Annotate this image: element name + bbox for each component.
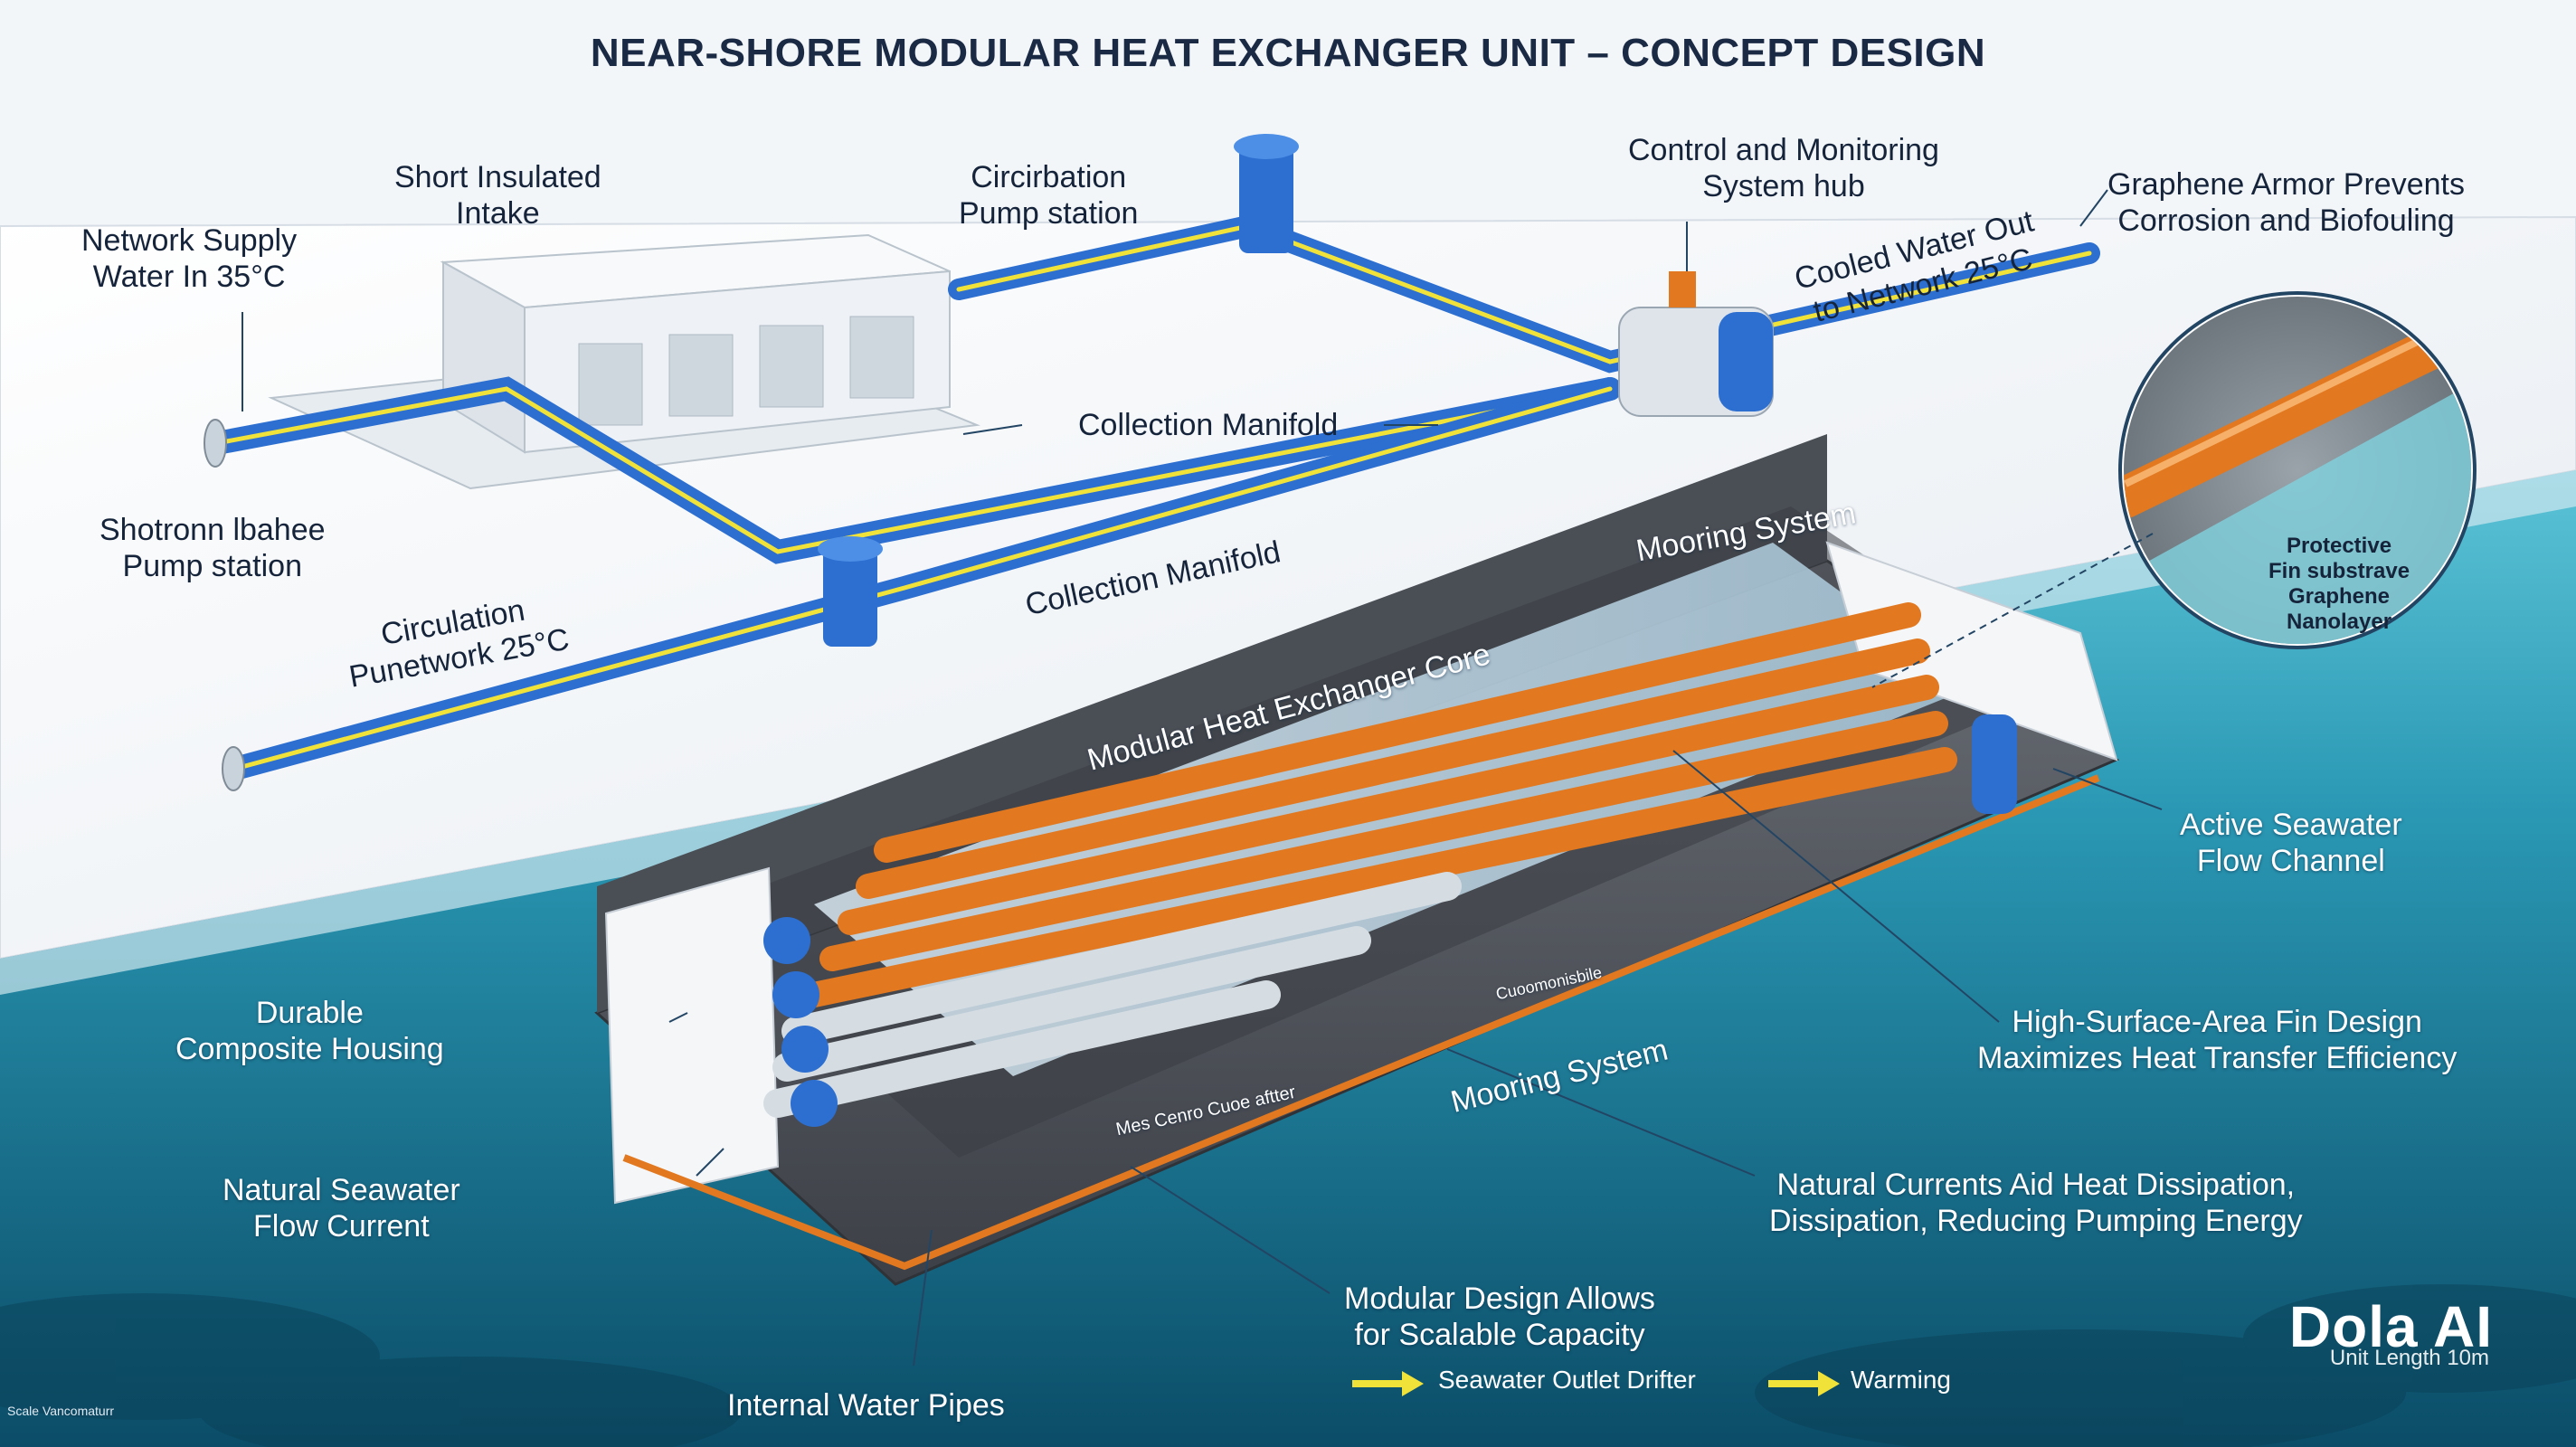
brand-sub: Unit Length 10m: [2329, 1346, 2489, 1370]
shore-pipes: [205, 214, 2100, 780]
legend-label-outlet: Seawater Outlet Drifter: [1438, 1366, 1696, 1394]
label-durable-housing: Durable Composite Housing: [175, 996, 444, 1066]
legend-item-warming: Warming: [1851, 1366, 1951, 1395]
label-control-hub: Control and Monitoring System hub: [1628, 133, 1939, 203]
graphene-inset: [2118, 291, 2477, 649]
label-natural-current: Natural Seawater Flow Current: [223, 1173, 460, 1244]
label-protective: Protective Fin substrave Graphene Nanola…: [2268, 534, 2410, 634]
label-natural-currents-aid: Natural Currents Aid Heat Dissipation, D…: [1769, 1168, 2303, 1238]
pipe-inlet-cap: [204, 419, 245, 791]
label-shotronn-pump: Shotronn lbahee Pump station: [99, 513, 326, 583]
label-circulation-pump-top: Circirbation Pump station: [959, 160, 1139, 231]
legend-item-outlet: Seawater Outlet Drifter: [1438, 1366, 1696, 1395]
label-network-supply: Network Supply Water In 35°C: [81, 223, 298, 294]
inset-leader: [1871, 533, 2154, 688]
label-short-intake: Short Insulated Intake: [394, 160, 601, 231]
label-collection-manifold-1: Collection Manifold: [1078, 408, 1339, 442]
leader-lines: [242, 189, 2163, 1367]
seabed: [0, 1284, 2576, 1447]
label-active-channel: Active Seawater Flow Channel: [2180, 808, 2402, 878]
pump-top: [1234, 134, 1299, 253]
credit-text: Scale Vancomaturr: [7, 1404, 115, 1418]
core-tubes: [763, 602, 1957, 1118]
label-modular-design: Modular Design Allows for Scalable Capac…: [1344, 1281, 1655, 1352]
control-hub-motor: [1618, 271, 1774, 417]
label-high-surface: High-Surface-Area Fin Design Maximizes H…: [1977, 1005, 2458, 1075]
brand-logo: Dola AI: [2288, 1294, 2493, 1359]
pump-lower: [818, 536, 883, 647]
legend-label-warming: Warming: [1851, 1366, 1951, 1394]
page-title: NEAR-SHORE MODULAR HEAT EXCHANGER UNIT –…: [590, 31, 1986, 75]
label-graphene-armor: Graphene Armor Prevents Corrosion and Bi…: [2107, 167, 2465, 238]
manifold-ends: [763, 714, 2017, 1127]
legend-arrows: [1352, 1371, 1840, 1396]
label-internal-pipes: Internal Water Pipes: [727, 1388, 1005, 1423]
